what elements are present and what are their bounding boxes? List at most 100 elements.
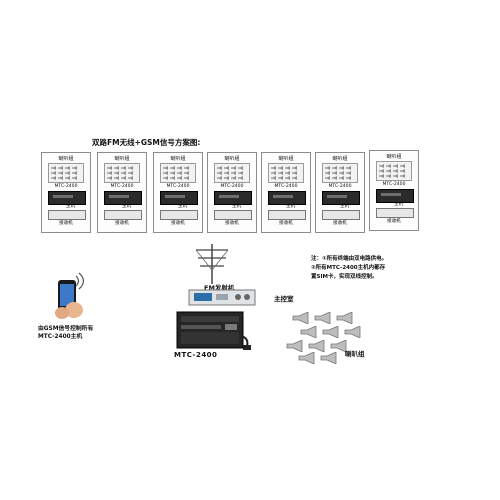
horn-speaker-icon	[292, 312, 309, 324]
speaker-icon	[332, 176, 337, 180]
receiver-label: 接收机	[279, 221, 293, 226]
host-device	[268, 191, 306, 205]
speaker-icon	[339, 176, 344, 180]
speaker-array	[322, 163, 358, 183]
model-label: MTC-2400	[274, 184, 298, 189]
speaker-icon	[386, 164, 391, 168]
horn-speaker-icon	[344, 326, 361, 338]
model-label: MTC-2400	[220, 184, 244, 189]
speaker-icon	[285, 176, 290, 180]
speaker-icon	[238, 166, 243, 170]
receiver-device	[376, 208, 414, 218]
speaker-icon	[107, 171, 112, 175]
speaker-icon	[58, 171, 63, 175]
speaker-icon	[217, 171, 222, 175]
mobile-phone-icon	[55, 272, 85, 319]
speaker-icon	[325, 171, 330, 175]
speaker-icon	[65, 171, 70, 175]
speaker-icon	[184, 176, 189, 180]
horn-speaker-icon	[314, 312, 331, 324]
speaker-icon	[72, 176, 77, 180]
speaker-icon	[400, 174, 405, 178]
control-room-label: 主控室	[274, 295, 294, 303]
fm-transmitter-device	[188, 289, 256, 306]
speaker-group-label: 喇叭组	[170, 156, 186, 162]
speaker-array	[160, 163, 196, 183]
speaker-icon	[170, 166, 175, 170]
speaker-array	[214, 163, 250, 183]
speaker-icon	[163, 166, 168, 170]
receiver-device	[322, 210, 360, 220]
speaker-icon	[231, 171, 236, 175]
horn-speaker-icon	[286, 340, 303, 352]
horn-speaker-icon	[322, 326, 339, 338]
speaker-icon	[72, 171, 77, 175]
speaker-icon	[271, 166, 276, 170]
receiver-label: 接收机	[333, 221, 347, 226]
speaker-icon	[128, 176, 133, 180]
note-line3: 置SIM卡，实现双线控制。	[311, 274, 378, 280]
model-label: MTC-2400	[166, 184, 190, 189]
speaker-icon	[393, 174, 398, 178]
receiver-device	[160, 210, 198, 220]
horn-speaker-icon	[300, 326, 317, 338]
terminal-unit: 喇叭组 MTC-2400 主机接收机	[315, 152, 365, 233]
speaker-icon	[285, 171, 290, 175]
host-label: 主机	[286, 204, 296, 209]
speaker-icon	[121, 176, 126, 180]
speaker-icon	[339, 171, 344, 175]
phone-caption-line2: MTC-2400主机	[38, 334, 83, 340]
speaker-icon	[325, 176, 330, 180]
receiver-device	[48, 210, 86, 220]
speaker-icon	[386, 169, 391, 173]
speaker-group-label: 喇叭组	[386, 154, 402, 160]
speaker-group-label: 喇叭组	[114, 156, 130, 162]
speaker-icon	[325, 166, 330, 170]
receiver-label: 接收机	[171, 221, 185, 226]
speaker-icon	[224, 171, 229, 175]
host-device	[160, 191, 198, 205]
host-device	[48, 191, 86, 205]
speaker-group-label: 喇叭组	[332, 156, 348, 162]
receiver-device	[214, 210, 252, 220]
receiver-label: 接收机	[225, 221, 239, 226]
speaker-icon	[292, 176, 297, 180]
horn-group-label: 喇叭组	[345, 350, 365, 358]
host-label: 主机	[394, 202, 404, 207]
receiver-device	[104, 210, 142, 220]
speaker-icon	[170, 176, 175, 180]
speaker-icon	[107, 166, 112, 170]
speaker-icon	[121, 171, 126, 175]
receiver-device	[268, 210, 306, 220]
speaker-icon	[121, 166, 126, 170]
speaker-icon	[379, 169, 384, 173]
speaker-icon	[238, 176, 243, 180]
speaker-icon	[128, 171, 133, 175]
horn-speaker-icon	[298, 352, 315, 364]
speaker-array	[268, 163, 304, 183]
speaker-icon	[386, 174, 391, 178]
model-label: MTC-2400	[328, 184, 352, 189]
speaker-icon	[346, 166, 351, 170]
speaker-group-label: 喇叭组	[224, 156, 240, 162]
fm-transmitter-label: FM发射机	[204, 284, 235, 292]
receiver-label: 接收机	[115, 221, 129, 226]
speaker-icon	[163, 171, 168, 175]
speaker-icon	[177, 176, 182, 180]
speaker-icon	[163, 176, 168, 180]
host-label: 主机	[122, 204, 132, 209]
speaker-icon	[114, 176, 119, 180]
speaker-icon	[72, 166, 77, 170]
speaker-icon	[379, 174, 384, 178]
host-label: 主机	[232, 204, 242, 209]
speaker-icon	[332, 166, 337, 170]
horn-speaker-icon	[336, 312, 353, 324]
speaker-icon	[51, 176, 56, 180]
speaker-icon	[292, 166, 297, 170]
speaker-icon	[177, 166, 182, 170]
host-label: 主机	[340, 204, 350, 209]
host-device	[376, 189, 414, 203]
speaker-icon	[231, 176, 236, 180]
